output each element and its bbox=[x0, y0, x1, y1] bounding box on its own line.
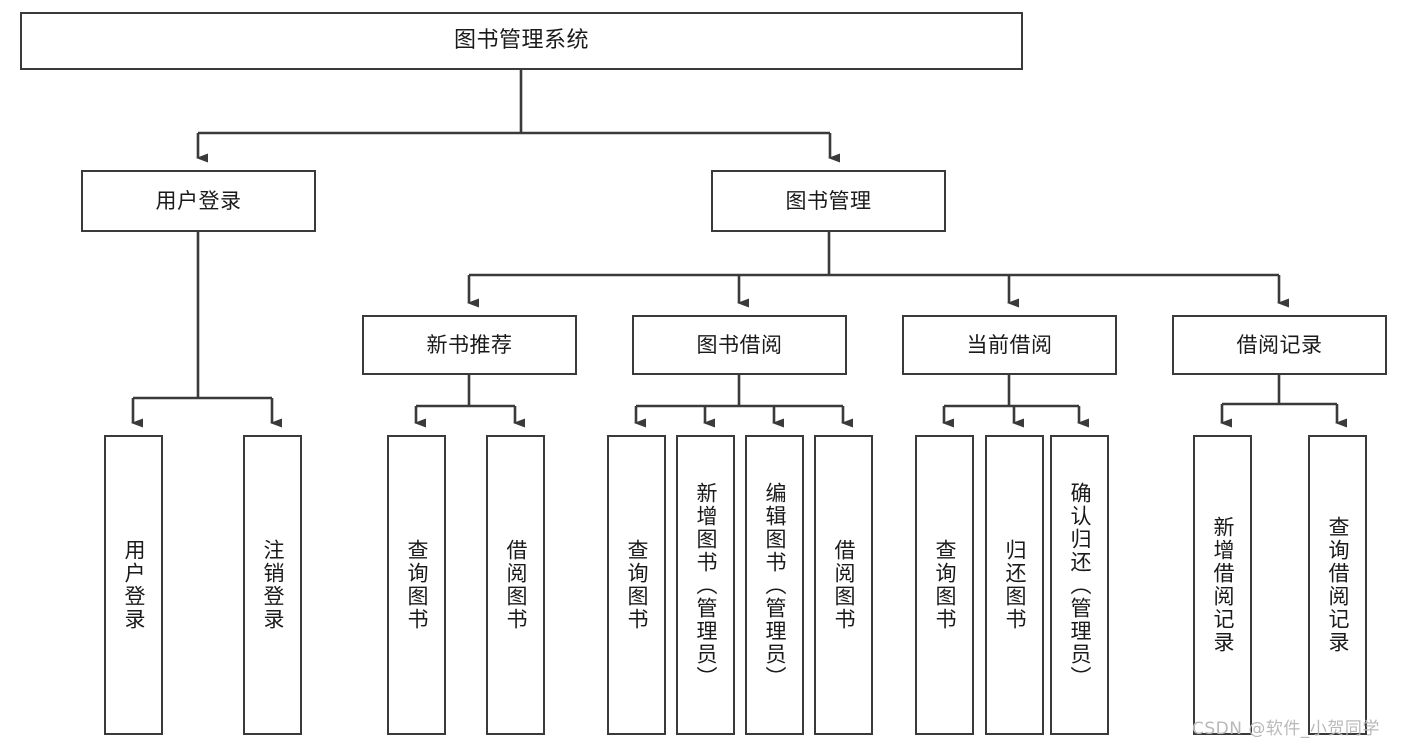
leaf-query-book-recommend[interactable]: 查询图书 bbox=[387, 435, 446, 735]
node-label: 编辑图书（管理员） bbox=[763, 481, 787, 689]
node-label: 新书推荐 bbox=[426, 332, 513, 357]
node-label: 新增图书（管理员） bbox=[694, 481, 718, 689]
node-borrow-record[interactable]: 借阅记录 bbox=[1172, 315, 1387, 375]
node-label: 用户登录 bbox=[122, 539, 146, 631]
leaf-user-login[interactable]: 用户登录 bbox=[104, 435, 163, 735]
node-label: 借阅图书 bbox=[504, 539, 528, 631]
leaf-query-book-current[interactable]: 查询图书 bbox=[915, 435, 974, 735]
node-label: 查询借阅记录 bbox=[1326, 516, 1350, 654]
node-label: 借阅图书 bbox=[832, 539, 856, 631]
leaf-borrow-book[interactable]: 借阅图书 bbox=[814, 435, 873, 735]
node-label: 当前借阅 bbox=[966, 332, 1053, 357]
node-label: 查询图书 bbox=[625, 539, 649, 631]
node-label: 确认归还（管理员） bbox=[1068, 481, 1092, 689]
node-label: 注销登录 bbox=[261, 539, 285, 631]
leaf-query-borrow-record[interactable]: 查询借阅记录 bbox=[1308, 435, 1367, 735]
leaf-add-borrow-record[interactable]: 新增借阅记录 bbox=[1193, 435, 1252, 735]
leaf-query-book-borrow[interactable]: 查询图书 bbox=[607, 435, 666, 735]
csdn-watermark: CSDN @软件_小贺同学 bbox=[1192, 719, 1380, 739]
leaf-return-book[interactable]: 归还图书 bbox=[985, 435, 1044, 735]
node-label: 新增借阅记录 bbox=[1211, 516, 1235, 654]
node-label: 用户登录 bbox=[155, 188, 242, 213]
node-label: 归还图书 bbox=[1003, 539, 1027, 631]
node-label: 图书管理 bbox=[785, 188, 872, 213]
node-user-login[interactable]: 用户登录 bbox=[81, 170, 316, 232]
node-label: 借阅记录 bbox=[1236, 332, 1323, 357]
node-label: 查询图书 bbox=[933, 539, 957, 631]
node-new-book-recommend[interactable]: 新书推荐 bbox=[362, 315, 577, 375]
leaf-confirm-return-admin[interactable]: 确认归还（管理员） bbox=[1050, 435, 1109, 735]
node-label: 查询图书 bbox=[405, 539, 429, 631]
node-book-management[interactable]: 图书管理 bbox=[711, 170, 946, 232]
node-book-borrow[interactable]: 图书借阅 bbox=[632, 315, 847, 375]
leaf-borrow-book-recommend[interactable]: 借阅图书 bbox=[486, 435, 545, 735]
leaf-edit-book-admin[interactable]: 编辑图书（管理员） bbox=[745, 435, 804, 735]
node-current-borrow[interactable]: 当前借阅 bbox=[902, 315, 1117, 375]
node-label: 图书借阅 bbox=[696, 332, 783, 357]
node-label: 图书管理系统 bbox=[453, 28, 589, 54]
leaf-add-book-admin[interactable]: 新增图书（管理员） bbox=[676, 435, 735, 735]
node-root-book-management-system[interactable]: 图书管理系统 bbox=[20, 12, 1023, 70]
leaf-logout[interactable]: 注销登录 bbox=[243, 435, 302, 735]
